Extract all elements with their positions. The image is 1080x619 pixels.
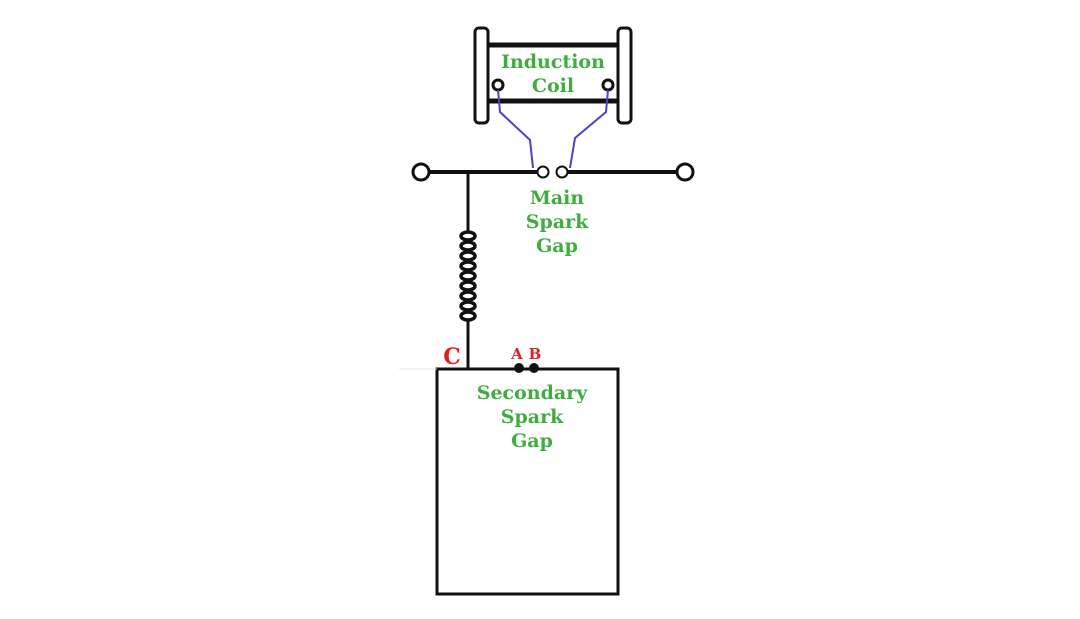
left-terminal-ball	[411, 162, 431, 182]
inductor-coil	[459, 230, 477, 322]
secondary-gap-ball-a	[514, 363, 524, 373]
induction-coil-label-line2: Coil	[532, 75, 574, 97]
secondary-gap-label-line1: Secondary	[477, 382, 588, 404]
coil-left-terminal	[491, 78, 505, 92]
main-gap-label-line1: Main	[530, 187, 585, 209]
main-gap-label-line3: Gap	[536, 235, 578, 257]
point-c-label: C	[443, 344, 461, 370]
coil-right-flange	[616, 26, 633, 125]
coil-wire-left	[497, 89, 534, 169]
induction-coil-label-line1: Induction	[501, 51, 605, 73]
right-terminal-ball	[675, 162, 695, 182]
main-gap-label-line2: Spark	[526, 211, 589, 233]
secondary-gap-ball-b	[529, 363, 539, 373]
induction-coil: Induction Coil	[473, 26, 633, 125]
main-gap-left-ball	[536, 165, 550, 179]
main-gap-right-ball	[555, 165, 569, 179]
point-b-label: B	[529, 345, 542, 363]
point-a-label: A	[510, 345, 523, 363]
secondary-gap-label-line2: Spark	[501, 406, 564, 428]
coil-right-terminal	[601, 78, 615, 92]
coil-wire-right	[569, 89, 609, 169]
secondary-gap-label-line3: Gap	[511, 430, 553, 452]
coil-left-flange	[473, 26, 490, 125]
secondary-loop	[435, 367, 620, 596]
